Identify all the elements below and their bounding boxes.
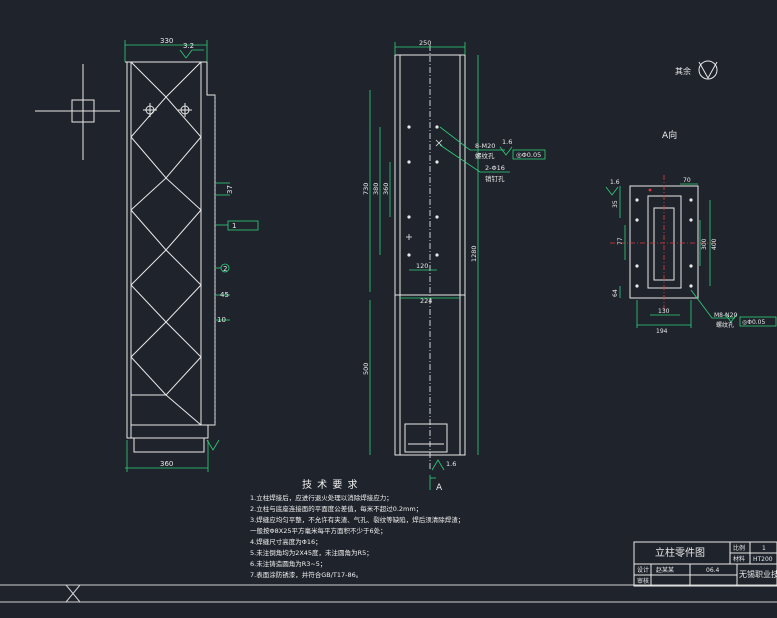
side-dim-500: 500 [362,363,370,375]
tb-company: 无锡职业技术 [739,569,777,579]
side-dim-360: 360 [382,183,390,195]
view-a-dimensions [605,183,777,328]
front-width-dim: 330 [160,37,173,45]
view-a-dim-77: 77 [617,237,624,245]
side-bottom-roughness: 1.6 [446,460,456,468]
tb-scale-value: 1 [762,545,766,552]
tech-req-item: 1.立柱焊接后，应进行退火处理以消除焊接应力； [250,494,393,502]
view-a-dim-300: 300 [701,238,708,250]
tb-date: 06.4 [706,567,720,574]
front-callout-box: 1 [232,222,236,230]
tech-req-item: 5.未注倒角均为2X45度，未注圆角为R5； [250,549,373,557]
tb-reviewer-label: 审核 [637,577,649,585]
side-hole-label-1: 螺纹孔 [475,151,495,160]
view-a-dim-400: 400 [711,238,718,250]
view-a-dim-70: 70 [683,177,691,184]
side-hole-callout-2: 2-Φ16 [485,164,505,172]
view-a-fcf: ◎Φ0.05 [742,319,766,326]
other-surface-symbol [698,60,718,80]
view-a-title: A向 [662,129,677,141]
view-a-dim-194: 194 [656,328,668,335]
side-dim-380: 380 [372,183,380,195]
side-dim-730: 730 [362,183,370,195]
tech-requirements-title: 技 术 要 求 [302,480,359,491]
side-dim-1280: 1280 [470,245,478,262]
side-hole-label-2: 销钉孔 [485,174,505,183]
view-a-dim-35: 35 [612,200,619,208]
view-a-hole-callout: M8-N20 [714,312,737,319]
front-roughness: 3.2 [183,42,194,50]
side-dim-120: 120 [416,262,428,270]
side-dim-224: 224 [420,297,432,305]
tech-req-item: 6.未注铸造圆角为R3~5； [250,560,327,568]
side-view-pin-marks [406,139,443,240]
tb-material-value: HT200 [753,556,773,563]
tb-designer-label: 设计 [637,566,649,574]
tech-req-item: 4.焊缝尺寸高度为Φ16； [250,538,322,546]
view-a-hole-label: 螺纹孔 [716,321,734,329]
side-view [394,45,466,470]
tb-material-label: 材料 [733,555,745,563]
side-fcf: ◎Φ0.05 [516,151,541,159]
tb-part-name: 立柱零件图 [655,546,705,559]
side-view-dimensions [369,42,546,490]
other-symbol-label: 其余 [675,66,691,76]
front-view-dimensions [124,40,259,472]
front-side-dim-2: 45 [220,291,229,299]
side-view-holes [407,125,439,257]
front-view [35,61,216,453]
center-mark [35,64,120,160]
view-a-holes [635,188,693,288]
tech-req-item: 一般按Φ8X25平方毫米每平方面积不少于6处； [250,527,387,535]
side-hole-callout-1: 8-M20 [475,142,495,150]
side-width-dim: 250 [419,39,431,47]
front-callout-circle: 2 [223,265,227,273]
view-a-dim-64: 64 [612,289,619,297]
drawing-frame [0,584,777,603]
view-a-dim-130: 130 [658,308,670,315]
view-arrow-label: A [436,483,443,493]
side-roughness: 1.6 [502,138,512,146]
title-block [633,541,777,587]
front-base-dim: 360 [160,460,173,468]
tb-scale-label: 比例 [733,544,745,552]
tb-designer-name: 赵某某 [656,566,674,574]
front-side-dim-3: 10 [217,316,226,324]
tech-req-item: 7.表面涂防锈漆，并符合GB/T17-86。 [250,571,363,579]
tech-req-item: 3.焊缝应均匀平整，不允许有夹渣、气孔、裂纹等缺陷，焊后须清除焊渣； [250,516,465,524]
view-a-center-lines [610,175,715,310]
view-a-roughness: 1.6 [610,179,620,186]
front-side-dim-1: 37 [226,185,234,194]
tech-req-item: 2.立柱与底座连接面的平面度公差值，每米不超过0.2mm； [250,505,423,513]
